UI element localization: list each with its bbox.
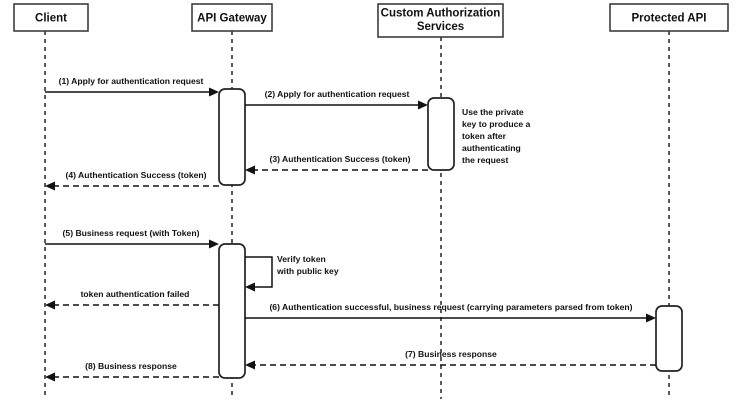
message-1-arrowhead [209, 87, 219, 97]
message-7-arrowhead [245, 360, 255, 370]
message-5-arrowhead [209, 239, 219, 249]
lifeline-header-custom-authorization-services[interactable]: Custom Authorization Services [377, 3, 504, 38]
note-private-key-line-2: key to produce a [462, 119, 531, 129]
self-message-verify-token-arrowhead [245, 282, 255, 292]
message-6[interactable]: (6) Authentication successful, business … [245, 302, 656, 323]
message-4-arrowhead [45, 181, 55, 191]
message-4[interactable]: (4) Authentication Success (token) [45, 170, 219, 191]
self-message-verify-token-line-2: with public key [276, 266, 339, 276]
lifeline-label-custom-authorization-services-line2: Services [417, 21, 464, 33]
note-private-key: Use the private key to produce a token a… [462, 107, 531, 165]
message-5[interactable]: (5) Business request (with Token) [45, 228, 219, 249]
activation-bar-api-gateway-2 [218, 243, 246, 379]
self-message-verify-token[interactable]: Verify token with public key [245, 254, 339, 292]
message-6-label: (6) Authentication successful, business … [269, 302, 632, 312]
message-3-label: (3) Authentication Success (token) [269, 154, 410, 164]
lifeline-box-client[interactable] [13, 3, 89, 32]
note-private-key-line-5: the request [462, 155, 508, 165]
note-private-key-line-1: Use the private [462, 107, 524, 117]
message-3-arrowhead [245, 165, 255, 175]
lifeline-lines [44, 31, 670, 399]
message-token-authentication-failed-arrowhead [45, 300, 55, 310]
message-6-arrowhead [646, 313, 656, 323]
lifeline-box-api-gateway[interactable] [191, 3, 273, 32]
message-8[interactable]: (8) Business response [45, 361, 219, 382]
self-message-verify-token-line-1: Verify token [277, 254, 326, 264]
activation-bar-custom-authorization-services [427, 97, 455, 171]
message-2[interactable]: (2) Apply for authentication request [245, 89, 428, 110]
self-message-verify-token-path [245, 256, 273, 288]
note-private-key-line-4: authenticating [462, 143, 521, 153]
activation-bar-api-gateway-1 [218, 88, 246, 186]
lifeline-label-client: Client [35, 13, 67, 25]
message-5-label: (5) Business request (with Token) [63, 228, 200, 238]
lifeline-box-protected-api[interactable] [609, 3, 729, 32]
message-1-label: (1) Apply for authentication request [59, 76, 204, 86]
lifeline-header-api-gateway[interactable]: API Gateway [191, 3, 273, 32]
note-private-key-line-3: token after [462, 131, 507, 141]
lifeline-header-client[interactable]: Client [13, 3, 89, 32]
message-token-authentication-failed[interactable]: token authentication failed [45, 289, 219, 310]
message-1[interactable]: (1) Apply for authentication request [45, 76, 219, 97]
message-8-arrowhead [45, 372, 55, 382]
lifeline-label-protected-api: Protected API [632, 13, 707, 25]
message-8-label: (8) Business response [85, 361, 177, 371]
message-token-authentication-failed-label: token authentication failed [81, 289, 190, 299]
lifeline-header-protected-api[interactable]: Protected API [609, 3, 729, 32]
lifeline-label-custom-authorization-services: Custom Authorization [381, 8, 501, 20]
message-4-label: (4) Authentication Success (token) [65, 170, 206, 180]
message-7[interactable]: (7) Business response [245, 349, 656, 370]
activation-bar-protected-api [655, 305, 683, 372]
lifeline-box-custom-authorization-services[interactable] [377, 3, 504, 38]
message-2-label: (2) Apply for authentication request [265, 89, 410, 99]
message-3[interactable]: (3) Authentication Success (token) [245, 154, 428, 175]
message-7-label: (7) Business response [405, 349, 497, 359]
message-2-arrowhead [418, 100, 428, 110]
lifeline-label-api-gateway: API Gateway [197, 13, 267, 25]
